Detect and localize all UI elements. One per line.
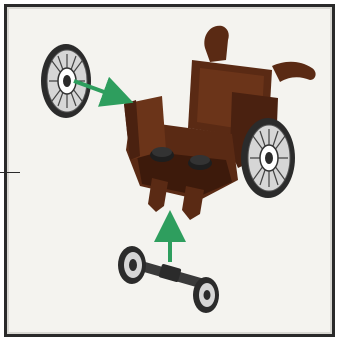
large-wheel-right-icon xyxy=(241,118,295,198)
wheelchair-seat-icon xyxy=(124,26,316,220)
large-wheel-left-icon xyxy=(41,44,91,118)
